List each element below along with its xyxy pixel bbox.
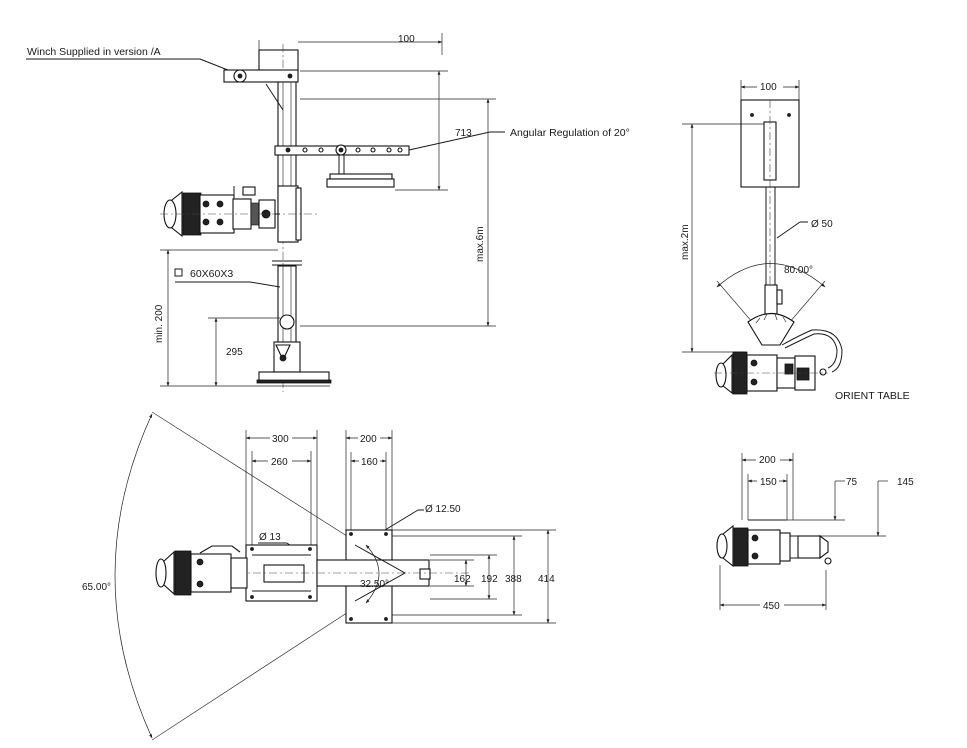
plan-300-dim: 300 [272, 434, 289, 445]
plan-hole-d13-dim: Ø 13 [259, 532, 281, 543]
side-max-height-dim: max.6m [475, 226, 486, 262]
angular-regulation-label: Angular Regulation of 20° [510, 127, 630, 139]
side-min-height-dim: min. 200 [154, 304, 165, 343]
plan-angle-3250-dim: 32.50° [360, 579, 389, 590]
front-view: 100 Ø 50 max.2m 80.00° [680, 80, 910, 402]
plan-192-dim: 192 [481, 574, 498, 585]
plan-angle-65-dim: 65.00° [82, 582, 111, 593]
side-top-width-dim: 100 [398, 34, 415, 45]
side-view: Winch Supplied in version /A 100 [26, 33, 630, 392]
plan-200-dim: 200 [360, 434, 377, 445]
small-145-dim: 145 [897, 477, 914, 488]
side-base-height-dim: 295 [226, 347, 243, 358]
plan-motor [155, 545, 248, 596]
plan-414-dim: 414 [538, 574, 555, 585]
front-max-height-dim: max.2m [680, 224, 691, 260]
front-plate-width-dim: 100 [760, 82, 777, 93]
plan-388-dim: 388 [505, 574, 522, 585]
plan-hole-d125-dim: Ø 12.50 [425, 504, 461, 515]
small-75-dim: 75 [846, 477, 858, 488]
small-450-dim: 450 [763, 601, 780, 612]
plan-260-dim: 260 [271, 457, 288, 468]
small-200-dim: 200 [759, 455, 776, 466]
orient-table-label: ORIENT TABLE [835, 390, 910, 402]
tube-section-label: 60X60X3 [190, 268, 233, 280]
front-swivel-angle-dim: 80.00° [784, 265, 813, 276]
small-motor [716, 524, 832, 568]
plan-view: 65.00° 300 260 200 160 Ø 12.50 Ø 13 [82, 411, 556, 741]
front-tube-diameter-dim: Ø 50 [811, 219, 833, 230]
plan-160-dim: 160 [361, 457, 378, 468]
plan-162-dim: 162 [454, 574, 471, 585]
side-motor [160, 186, 320, 238]
winch-note-label: Winch Supplied in version /A [27, 46, 161, 58]
small-top-view: 200 150 75 145 [716, 453, 914, 612]
front-motor [714, 351, 828, 395]
side-arm-height-dim: 713 [455, 128, 472, 139]
small-150-dim: 150 [760, 477, 777, 488]
